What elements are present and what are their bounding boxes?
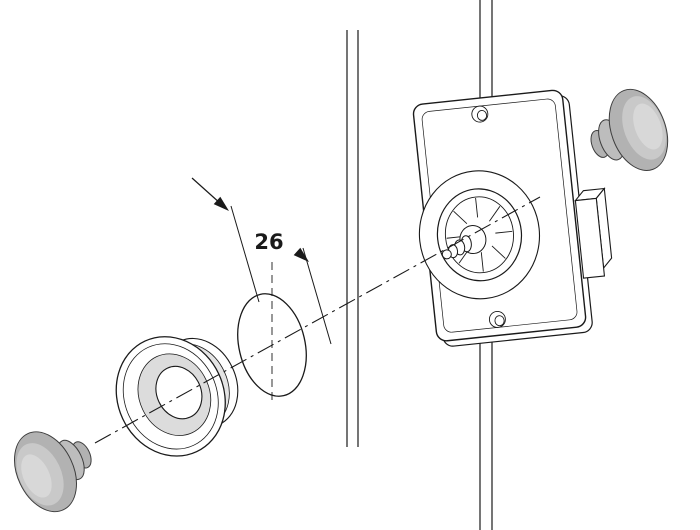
lock-assembly: [412, 89, 613, 347]
screw-hole-bottom-inner: [494, 315, 505, 327]
back-knob-cap-face: [633, 103, 663, 150]
front-knob-cap-face: [21, 454, 52, 498]
screw-hole-bottom: [488, 310, 506, 328]
screw-hole-top-inner: [476, 109, 488, 121]
rosette-rim-inner-line: [122, 343, 219, 450]
front-knob: [14, 431, 92, 513]
assembly-center-line: [94, 196, 541, 444]
dimension-leader-line: [191, 177, 222, 205]
latch-bolt: [574, 187, 613, 279]
rotor-ring-inner: [444, 196, 514, 274]
latch-front-face: [574, 197, 606, 279]
drill-hole: [237, 262, 307, 402]
screw-hole-top: [471, 105, 489, 123]
screw-hole-top-outer: [471, 105, 489, 123]
dimension-26: 26: [191, 177, 332, 345]
dimension-arrow-right-icon: [293, 247, 309, 262]
rosette: [115, 336, 239, 457]
dimension-arrow-left-icon: [213, 196, 229, 211]
screw-hole-bottom-outer: [488, 310, 506, 328]
dimension-label: 26: [254, 230, 283, 254]
extension-line-left: [230, 205, 260, 303]
spindle-tip: [441, 249, 452, 260]
extension-line-right: [302, 247, 332, 345]
back-knob: [590, 88, 669, 171]
rosette-center-hole: [155, 365, 203, 420]
rotor: [436, 188, 523, 282]
spindle: [441, 235, 472, 260]
